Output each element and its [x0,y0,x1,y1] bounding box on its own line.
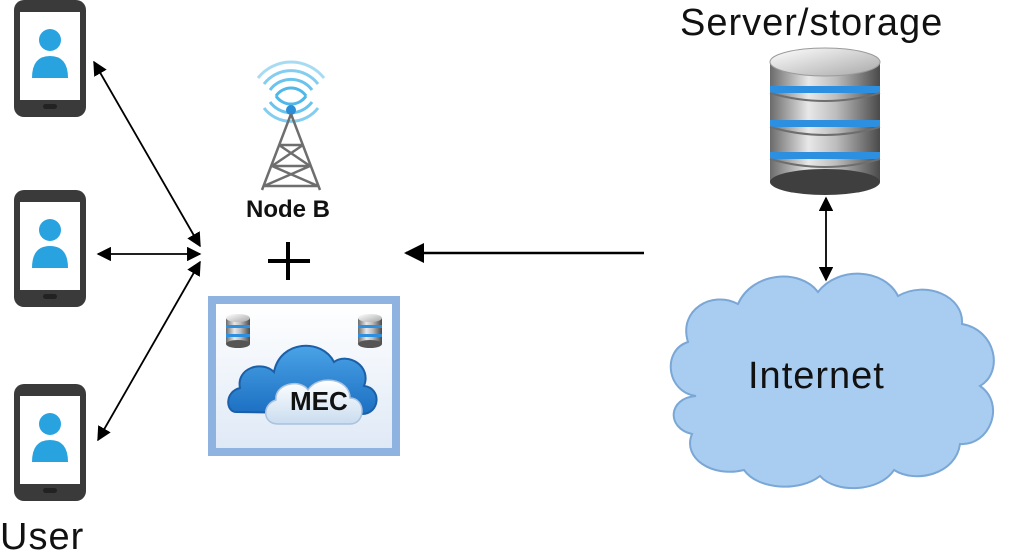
smartphone-user-icon [14,190,86,307]
mec-box [208,296,400,456]
user-label: User [0,516,85,558]
user-phone-2 [14,190,86,307]
user-phone-1 [14,0,86,117]
arrow-phone3-nodeb [97,260,201,442]
arrow-phone1-nodeb [93,60,201,248]
cell-tower-icon [256,60,326,191]
node-b-label: Node B [246,196,330,223]
mec-label: MEC [290,386,348,416]
database-icon [226,314,250,348]
plus-icon [268,242,310,280]
smartphone-user-icon [14,0,86,117]
user-phone-3 [14,384,86,501]
database-icon [769,47,881,195]
database-icon [358,314,382,348]
server-storage-label: Server/storage [680,2,944,44]
mec-cloud-icon [227,344,378,425]
smartphone-user-icon [14,384,86,501]
internet-label: Internet [748,355,885,397]
internet-cloud-icon [669,272,995,490]
